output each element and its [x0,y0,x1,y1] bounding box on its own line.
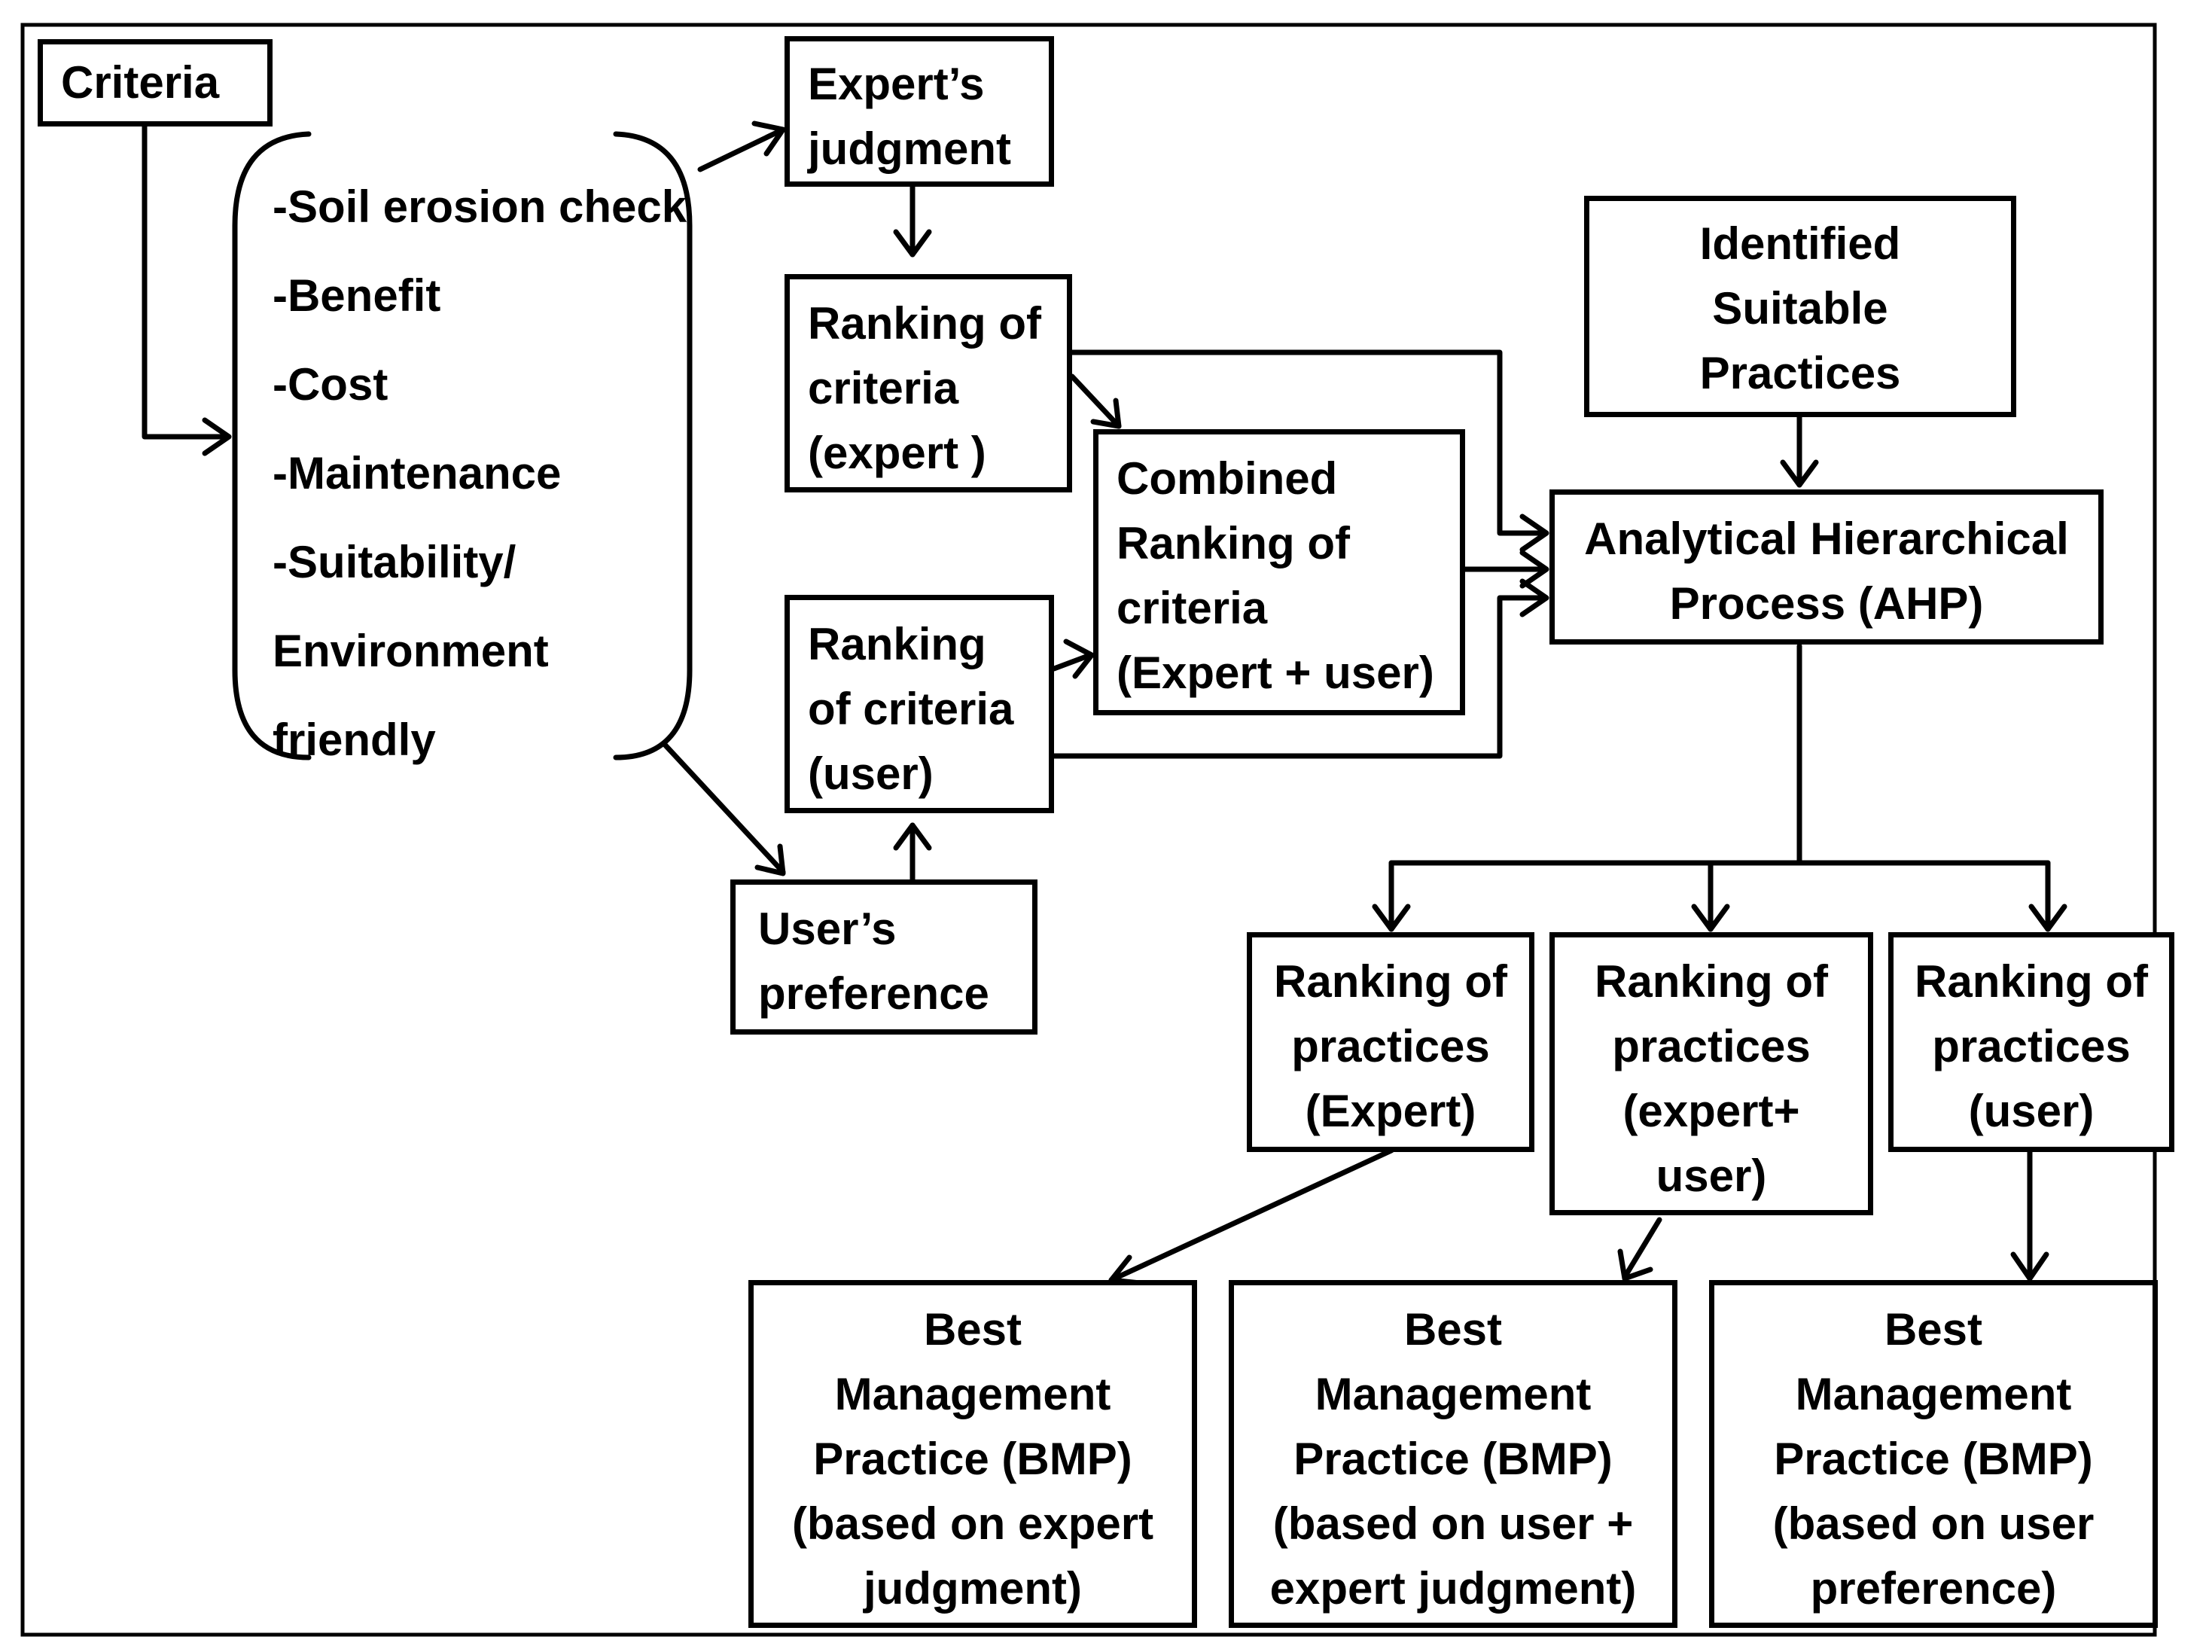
bmp-expert-label: Best Management Practice (BMP) (based on… [791,1304,1154,1614]
ranking-criteria-user-label: Ranking of criteria (user) [808,619,1014,799]
bmp-expert-box: Best Management Practice (BMP) (based on… [748,1280,1197,1628]
criteria-box: Criteria [38,39,273,126]
line-rankexp-to-ahp [1069,349,1548,536]
criteria-list: -Soil erosion check -Benefit -Cost -Main… [273,181,687,765]
bracket-left [232,131,312,760]
arrowhead-split-right [2028,904,2067,932]
arrowhead-rankexp-combined [1090,398,1122,429]
arrowhead-list-expert [751,120,786,157]
ranking-practices-user-box: Ranking of practices (user) [1888,932,2174,1152]
arrowhead-user-rankuser [893,822,932,851]
ranking-practices-expert-user-label: Ranking of practices (expert+ user) [1595,956,1828,1201]
ahp-box: Analytical Hierarchical Process (AHP) [1549,489,2104,645]
arrowhead-rankpuser-bmp [2010,1251,2049,1282]
line-criteria-to-list [142,123,229,440]
line-rankexp-to-combined [1069,373,1122,429]
line-list-to-user [663,742,786,875]
bmp-user-expert-box: Best Management Practice (BMP) (based on… [1229,1280,1677,1628]
line-list-to-expert [697,126,786,172]
arrowhead-rankpmid-bmp [1617,1248,1653,1282]
ranking-criteria-user-box: Ranking of criteria (user) [785,595,1054,813]
ranking-criteria-expert-box: Ranking of criteria (expert ) [785,274,1072,492]
ahp-label: Analytical Hierarchical Process (AHP) [1584,514,2069,629]
arrowhead-criteria-list [202,417,232,456]
outer-frame [20,23,2157,1637]
arrowhead-combined-ahp [1519,550,1549,589]
arrowhead-split-left [1372,904,1411,932]
bmp-user-box: Best Management Practice (BMP) (based on… [1709,1280,2158,1628]
arrowhead-list-user [754,843,786,876]
combined-ranking-label: Combined Ranking of criteria (Expert + u… [1117,453,1434,698]
bracket-right [613,131,693,760]
ranking-criteria-expert-label: Ranking of criteria (expert ) [808,298,1041,478]
experts-judgment-box: Expert’s judgment [785,36,1054,187]
ranking-practices-expert-box: Ranking of practices (Expert) [1247,932,1534,1152]
identified-practices-box: Identified Suitable Practices [1584,196,2016,417]
ranking-practices-user-label: Ranking of practices (user) [1915,956,2148,1136]
line-rankuser-to-ahp [1051,595,1548,759]
identified-practices-label: Identified Suitable Practices [1699,218,1901,398]
bmp-user-label: Best Management Practice (BMP) (based on… [1772,1304,2095,1614]
arrowhead-split-mid [1691,904,1730,932]
line-rankuser-to-combined [1051,652,1093,672]
arrowhead-rankexp-ahp [1519,514,1549,553]
ranking-practices-expert-label: Ranking of practices (Expert) [1274,956,1507,1136]
line-rankpexp-to-bmp [1108,1148,1394,1283]
bmp-user-expert-label: Best Management Practice (BMP) (based on… [1269,1304,1637,1614]
experts-judgment-label: Expert’s judgment [808,59,1011,174]
criteria-label: Criteria [61,57,220,108]
arrowhead-expert-ranking [893,229,932,258]
arrowhead-rankuser-combined [1063,639,1095,679]
users-preference-box: User’s preference [730,879,1037,1035]
arrowhead-practices-ahp [1780,459,1819,488]
combined-ranking-box: Combined Ranking of criteria (Expert + u… [1093,429,1465,715]
arrowhead-rankuser-ahp [1519,578,1549,617]
line-rankpmid-to-bmp [1622,1217,1662,1280]
users-preference-label: User’s preference [758,904,989,1019]
ranking-practices-expert-user-box: Ranking of practices (expert+ user) [1549,932,1873,1215]
